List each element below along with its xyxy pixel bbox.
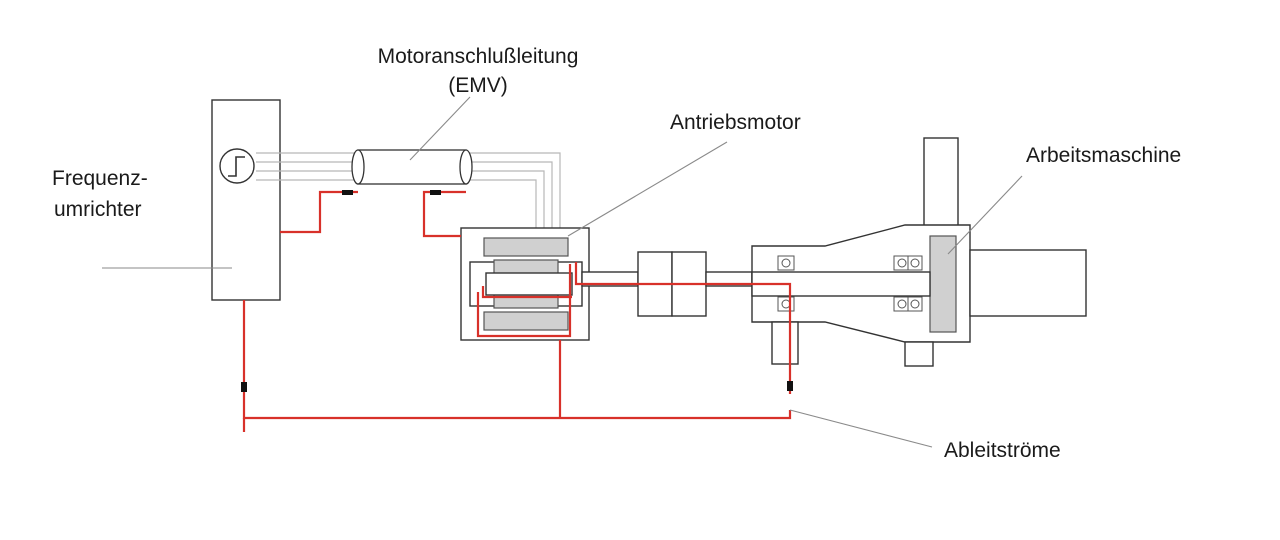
leakage-current-path <box>241 190 793 432</box>
label-driven-machine: Arbeitsmaschine <box>1026 144 1181 167</box>
ground-connector <box>241 382 247 392</box>
label-frequency-converter-line1: Frequenz- <box>52 167 148 190</box>
motor-cable-shield <box>351 149 473 185</box>
driven-machine <box>751 137 1087 367</box>
frequency-converter <box>211 99 281 301</box>
label-frequency-converter-line2: umrichter <box>54 198 142 221</box>
machine-disc <box>929 235 957 333</box>
leader-lines <box>102 96 1023 448</box>
label-motor-cable-line1: Motoranschlußleitung <box>378 45 579 68</box>
cable-shield-clamp <box>430 190 441 195</box>
converter-housing <box>211 99 281 301</box>
machine-column <box>923 137 959 231</box>
drive-motor <box>460 227 590 341</box>
ground-connector <box>787 381 793 391</box>
cable-shield-clamp <box>342 190 353 195</box>
machine-output <box>969 249 1087 317</box>
bearings <box>777 255 923 312</box>
label-leakage-currents: Ableitströme <box>944 439 1061 462</box>
machine-foot-right <box>904 341 934 367</box>
machine-foot-left <box>771 321 799 365</box>
label-drive-motor: Antriebsmotor <box>670 111 801 134</box>
label-motor-cable-line2: (EMV) <box>448 74 508 97</box>
step-function-icon <box>228 156 245 177</box>
converter-symbol-circle <box>219 148 255 184</box>
